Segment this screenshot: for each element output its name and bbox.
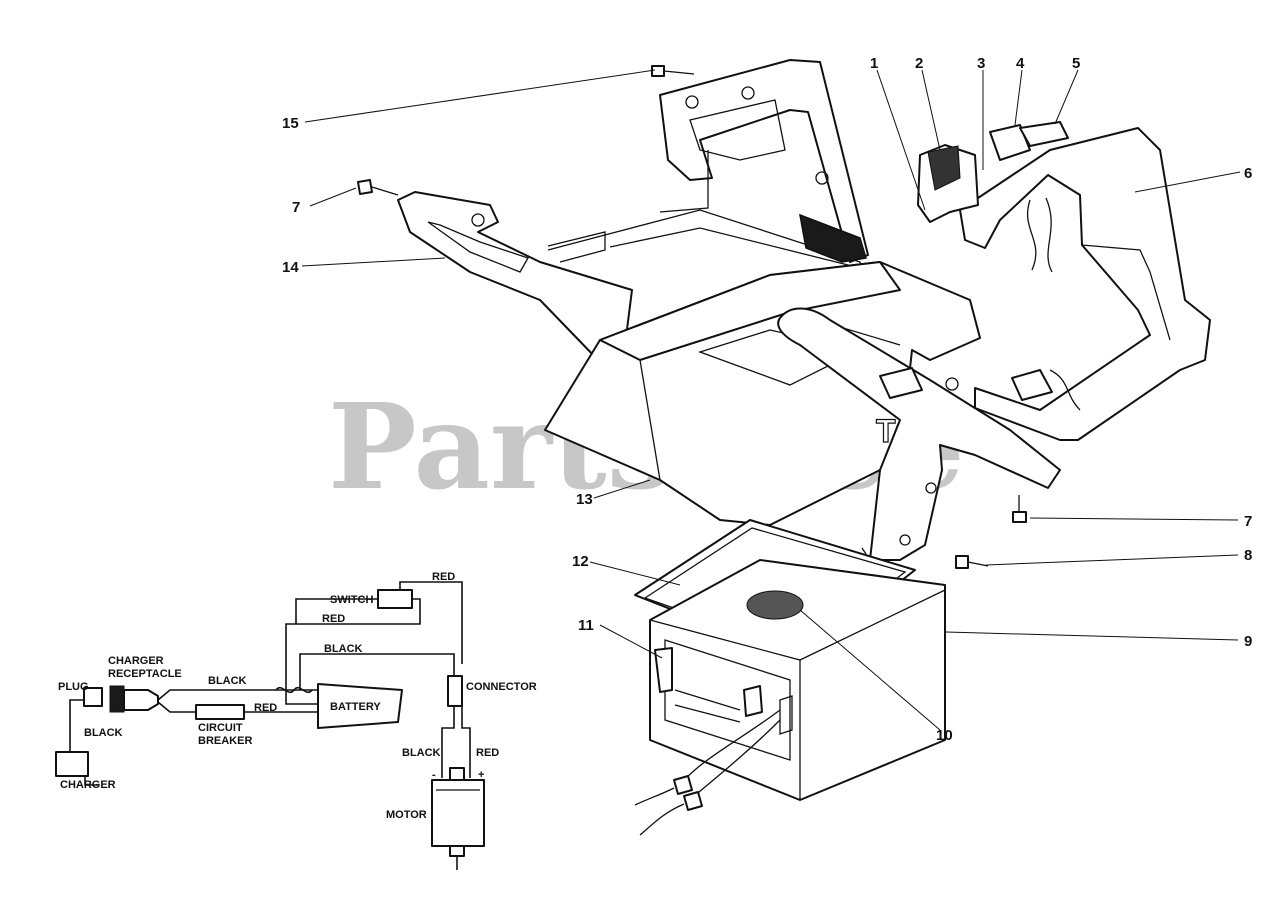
battery-symbol <box>317 683 403 729</box>
callout-7-bottom: 7 <box>1244 513 1252 530</box>
label-circuit-breaker-1: CIRCUIT <box>198 722 243 734</box>
circuit-breaker <box>195 704 245 720</box>
switch-symbol <box>377 589 413 609</box>
label-minus: - <box>432 769 436 781</box>
right-frame <box>917 121 1211 441</box>
connector-symbol <box>447 675 463 707</box>
label-connector: CONNECTOR <box>466 681 537 693</box>
callout-9: 9 <box>1244 633 1252 650</box>
callout-10: 10 <box>936 727 953 744</box>
callout-15: 15 <box>282 115 299 132</box>
exploded-view: TO <box>282 55 1252 836</box>
callout-2: 2 <box>915 55 923 72</box>
callout-5: 5 <box>1072 55 1080 72</box>
label-battery: BATTERY <box>330 701 381 713</box>
callout-1: 1 <box>870 55 878 72</box>
screws-lower <box>955 495 1027 569</box>
charger-receptacle <box>109 685 159 713</box>
label-plug: PLUG <box>58 681 89 693</box>
charger-box <box>55 751 89 777</box>
wire-red-top <box>399 581 463 664</box>
callout-12: 12 <box>572 553 589 570</box>
label-red-motor: RED <box>476 747 499 759</box>
label-black-main: BLACK <box>208 675 247 687</box>
callout-14: 14 <box>282 259 299 276</box>
left-arm <box>357 179 633 361</box>
callout-8: 8 <box>1244 547 1252 564</box>
label-plus: + <box>478 769 484 781</box>
wiring-schematic: PLUG CHARGER RECEPTACLE BLACK CHARGER BL… <box>55 571 537 870</box>
callout-7-top: 7 <box>292 199 300 216</box>
label-red-switch: RED <box>322 613 345 625</box>
label-black-charger: BLACK <box>84 727 123 739</box>
motor-symbol <box>431 767 485 870</box>
label-switch: SWITCH <box>330 594 373 606</box>
wire-black-to-battery <box>157 689 320 701</box>
callout-4: 4 <box>1016 55 1025 72</box>
label-charger-receptacle-1: CHARGER <box>108 655 164 667</box>
label-red-top: RED <box>432 571 455 583</box>
callout-6: 6 <box>1244 165 1252 182</box>
wire-red-switch <box>285 598 378 705</box>
charger-assembly <box>55 687 103 786</box>
plug-icon <box>83 687 103 707</box>
battery-box <box>634 559 946 836</box>
label-charger: CHARGER <box>60 779 116 791</box>
rear-bracket <box>651 59 869 263</box>
label-charger-receptacle-2: RECEPTACLE <box>108 668 182 680</box>
callout-3: 3 <box>977 55 985 72</box>
label-motor: MOTOR <box>386 809 427 821</box>
label-black-battery: BLACK <box>324 643 363 655</box>
callout-11: 11 <box>578 617 594 634</box>
callout-numbers: 1 2 3 4 5 6 7 7 8 9 10 11 12 13 14 15 <box>282 55 1252 744</box>
label-circuit-breaker-2: BREAKER <box>198 735 252 747</box>
label-black-motor: BLACK <box>402 747 441 759</box>
handle-bar <box>777 307 1061 561</box>
label-red-breaker: RED <box>254 702 277 714</box>
callout-13: 13 <box>576 491 593 508</box>
leader-lines <box>301 69 1241 731</box>
